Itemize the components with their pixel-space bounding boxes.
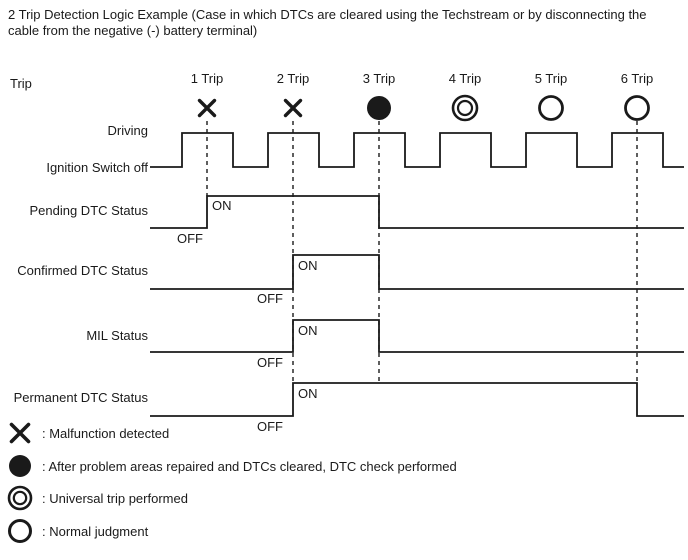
trip-1-label: 1 Trip: [190, 71, 224, 86]
legend-row-universal-trip: : Universal trip performed: [7, 485, 188, 511]
normal-judgment-open-circle-icon: [536, 93, 566, 123]
legend-row-malfunction: : Malfunction detected: [7, 420, 169, 446]
pending-dtc-status-label: Pending DTC Status: [29, 203, 148, 218]
confirmed-on-label: ON: [298, 258, 318, 273]
malfunction-x-icon: [7, 420, 33, 446]
legend-row-dtc-check: : After problem areas repaired and DTCs …: [7, 453, 457, 479]
permanent-dtc-waveform: [150, 382, 684, 417]
normal-judgment-open-circle-icon: [622, 93, 652, 123]
mil-status-label: MIL Status: [86, 328, 148, 343]
trip-3-label: 3 Trip: [362, 71, 396, 86]
legend-text: : Universal trip performed: [42, 490, 188, 506]
mil-on-label: ON: [298, 323, 318, 338]
normal-judgment-open-circle-icon: [7, 518, 33, 544]
malfunction-x-icon: [192, 93, 222, 123]
trip-dashed-reference-lines: [206, 121, 638, 383]
pending-off-label: OFF: [177, 231, 203, 246]
legend-text: : After problem areas repaired and DTCs …: [42, 458, 457, 474]
confirmed-off-label: OFF: [257, 291, 283, 306]
dtc-check-filled-circle-icon: [364, 93, 394, 123]
legend-text: : Normal judgment: [42, 523, 149, 539]
trip-5-label: 5 Trip: [534, 71, 568, 86]
malfunction-x-icon: [278, 93, 308, 123]
permanent-on-label: ON: [298, 386, 318, 401]
pending-on-label: ON: [212, 198, 232, 213]
permanent-off-label: OFF: [257, 419, 283, 434]
universal-trip-double-circle-icon: [450, 93, 480, 123]
permanent-dtc-status-label: Permanent DTC Status: [13, 390, 148, 405]
trip-2-label: 2 Trip: [276, 71, 310, 86]
dtc-check-filled-circle-icon: [7, 453, 33, 479]
trip-4-label: 4 Trip: [448, 71, 482, 86]
diagram-title: 2 Trip Detection Logic Example (Case in …: [8, 7, 647, 38]
trip-6-label: 6 Trip: [620, 71, 654, 86]
universal-trip-double-circle-icon: [7, 485, 33, 511]
trip-axis-label: Trip: [10, 76, 32, 91]
driving-ignition-waveform: [150, 132, 684, 168]
confirmed-dtc-status-label: Confirmed DTC Status: [17, 263, 148, 278]
legend-text: : Malfunction detected: [42, 425, 170, 441]
legend-row-normal-judgment: : Normal judgment: [7, 518, 148, 544]
mil-status-waveform: [150, 319, 684, 353]
confirmed-dtc-waveform: [150, 254, 684, 290]
ignition-switch-off-label: Ignition Switch off: [46, 160, 148, 175]
mil-off-label: OFF: [257, 355, 283, 370]
driving-label: Driving: [107, 123, 148, 138]
